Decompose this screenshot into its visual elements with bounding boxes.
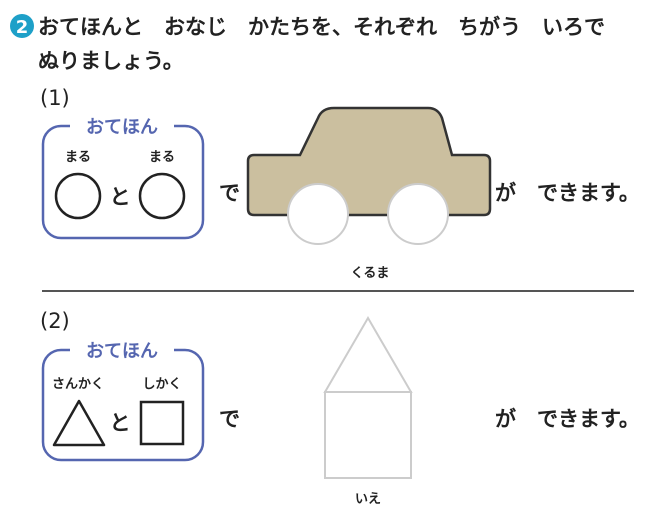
- question-number: 2: [16, 17, 29, 38]
- figure-caption: いえ: [355, 492, 381, 507]
- shape-label-circle: まる: [65, 150, 91, 165]
- shape-label-square: しかく: [142, 377, 181, 392]
- circle-shape: [138, 172, 186, 220]
- result-text: が できます。: [495, 407, 640, 431]
- example-legend: おてほん: [86, 341, 158, 362]
- house-figure[interactable]: [323, 316, 413, 479]
- example-box-1: おてほん まる まる と: [41, 114, 205, 240]
- part-1-label: (1): [40, 86, 70, 110]
- car-figure[interactable]: [246, 106, 492, 245]
- part-2-label: (2): [40, 309, 70, 333]
- shape-label-circle: まる: [149, 150, 175, 165]
- car-wheel[interactable]: [387, 183, 449, 245]
- and-text: と: [110, 411, 131, 435]
- car-body[interactable]: [246, 106, 492, 217]
- de-text: で: [219, 181, 240, 205]
- instruction-line-1: おてほんと おなじ かたちを、それぞれ ちがう いろで: [38, 15, 605, 39]
- example-legend: おてほん: [86, 117, 158, 138]
- square-shape: [139, 400, 185, 446]
- figure-caption: くるま: [351, 266, 390, 281]
- instruction-line-2: ぬりましょう。: [38, 49, 184, 73]
- shape-label-triangle: さんかく: [52, 377, 104, 392]
- triangle-shape: [52, 399, 106, 447]
- car-wheel[interactable]: [287, 183, 349, 245]
- and-text: と: [110, 185, 131, 209]
- example-box-2: おてほん さんかく しかく と: [41, 338, 205, 462]
- house-roof[interactable]: [323, 316, 413, 393]
- question-number-badge: [10, 14, 34, 38]
- circle-shape: [54, 172, 102, 220]
- de-text: で: [219, 407, 240, 431]
- result-text: が できます。: [495, 181, 640, 205]
- house-wall[interactable]: [324, 391, 412, 479]
